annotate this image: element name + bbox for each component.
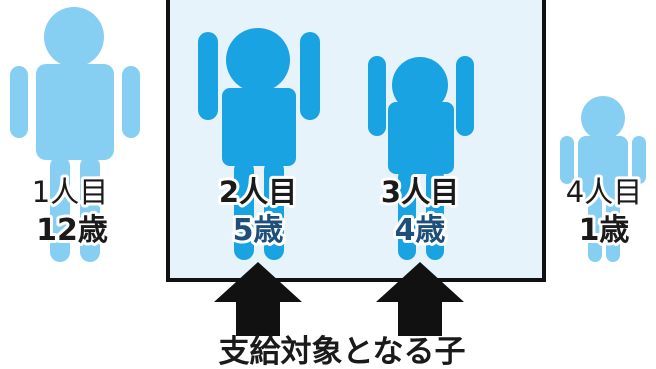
- child-1-ordinal-label: 1人目: [32, 175, 108, 209]
- child-3-ordinal-label: 3人目: [381, 175, 459, 209]
- child-2-ordinal-label: 2人目: [219, 175, 297, 209]
- eligible-caption: 支給対象となる子: [218, 334, 465, 369]
- child-4-ordinal-label: 4人目: [566, 175, 642, 209]
- child-4-figure: [560, 96, 646, 262]
- child-3-figure: [368, 56, 474, 260]
- child-2-figure: [198, 28, 320, 260]
- child-2-age-label: 5歳: [233, 213, 284, 248]
- child-1-age-label: 12歳: [36, 213, 108, 248]
- child-4-age-label: 1歳: [579, 213, 630, 248]
- child-3-age-label: 4歳: [395, 213, 446, 248]
- arrow-up-icon: [214, 262, 302, 336]
- arrow-up-icon: [376, 262, 464, 336]
- child-1-figure: [10, 7, 140, 262]
